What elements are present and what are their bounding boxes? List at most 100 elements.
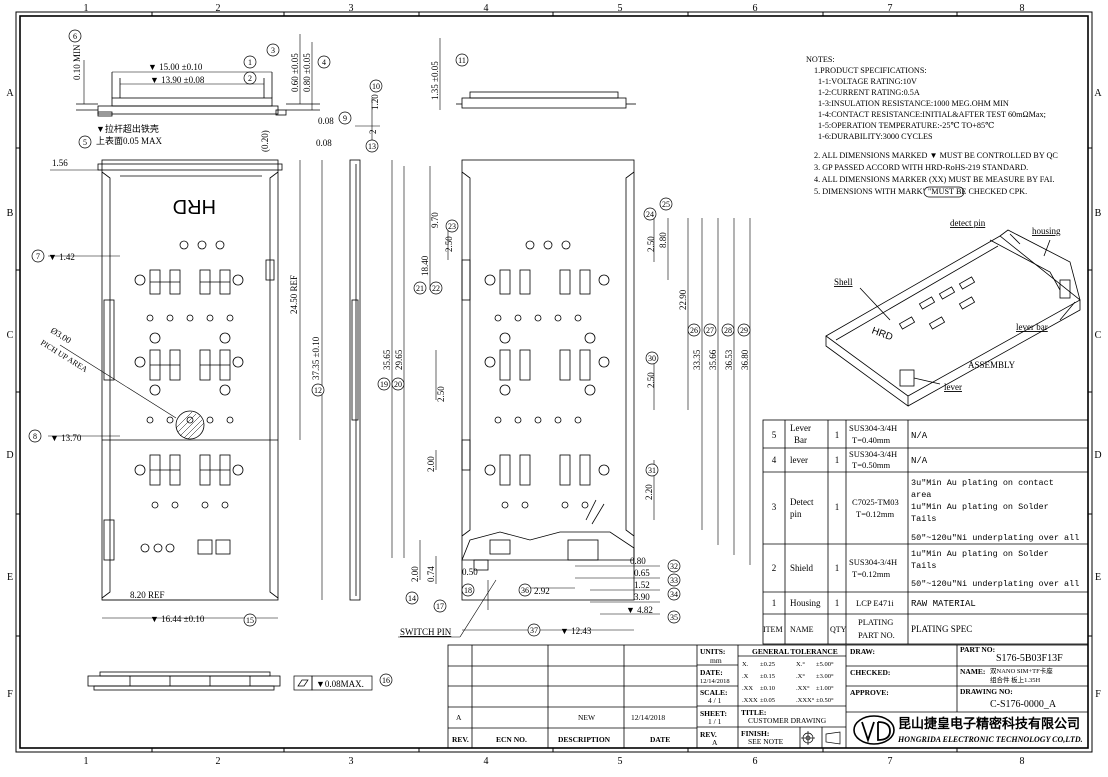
svg-text:PART NO.: PART NO. (858, 630, 895, 640)
dim-0-20: (0.20) (260, 130, 270, 152)
balloon-21 (413, 281, 427, 295)
balloon-2 (243, 71, 257, 85)
bom-row-1: 1 Housing 1 LCP E471i RAW MATERIAL (772, 598, 976, 609)
balloon-14 (405, 591, 419, 605)
label-shell: Shell (834, 277, 853, 287)
projection-symbol-icon (801, 731, 841, 745)
svg-text:SUS304-3/4H: SUS304-3/4H (849, 423, 897, 433)
balloon-label: 22 (432, 284, 440, 293)
svg-text:.XXX: .XXX (742, 697, 758, 704)
dim-2-00a: 2.00 (410, 566, 420, 582)
top-profile-view-2 (456, 91, 636, 109)
dim-22-90: 22.90 (678, 289, 688, 310)
dim-15-00: ▼ 15.00 ±0.10 (148, 62, 203, 72)
balloon-label: 32 (670, 562, 678, 571)
bom-row-5: 5 Lever Bar 1 SUS304-3/4H T=0.40mm N/A (772, 423, 928, 445)
balloon-30 (645, 351, 659, 365)
dim-2-00b: 2.00 (426, 456, 436, 472)
side-view (349, 159, 361, 601)
bottom-dimension-text: 35.65 29.65 18.40 9.70 2.50 2.50 2.00 8.… (382, 212, 750, 637)
balloon-label: 5 (83, 138, 87, 147)
dim-13-70: ▼ 13.70 (50, 433, 82, 443)
svg-text:Lever: Lever (790, 423, 811, 433)
dim-0-10-min: 0.10 MIN (72, 44, 82, 80)
balloon-26 (687, 323, 701, 337)
balloons (28, 29, 751, 687)
row-label: E (1095, 572, 1101, 583)
balloon-15 (243, 613, 257, 627)
balloon-label: 26 (690, 326, 698, 335)
svg-text:LCP E471i: LCP E471i (856, 598, 894, 608)
note-line: 1-6:DURABILITY:3000 CYCLES (818, 132, 933, 141)
contact-windows (149, 269, 231, 486)
balloon-label: 14 (408, 594, 416, 603)
balloon-label: 6 (73, 32, 77, 41)
col-label: 5 (618, 756, 623, 767)
svg-text:1: 1 (835, 455, 840, 465)
balloon-label: 8 (33, 432, 37, 441)
svg-text:50"~120u"Ni underplating over: 50"~120u"Ni underplating over all (911, 579, 1079, 589)
label-lever: lever (944, 382, 962, 392)
title-block-text: A NEW 12/14/2018 REV. ECN NO. DESCRIPTIO… (452, 645, 1083, 747)
hdr-ecn: ECN NO. (496, 735, 527, 744)
svg-text:±0.50°: ±0.50° (816, 697, 834, 704)
svg-text:N/A: N/A (911, 456, 928, 466)
note-line: 1-2:CURRENT RATING:0.5A (818, 88, 920, 97)
balloon-29 (737, 323, 751, 337)
col-label: 2 (216, 3, 221, 14)
scale-value: 4 / 1 (708, 696, 722, 705)
revision-value: A (712, 738, 718, 747)
bom-row-3: 3 Detect pin 1 C7025-TM03 T=0.12mm 3u"Mi… (772, 478, 1080, 543)
dim-2-92: 2.92 (534, 586, 550, 596)
note-line: 1-3:INSULATION RESISTANCE:1000 MEG.OHM M… (818, 99, 1009, 108)
svg-text:T=0.50mm: T=0.50mm (852, 460, 890, 470)
drawing-value: C-S176-0000_A (990, 699, 1057, 710)
iso-windows (898, 276, 976, 330)
dim-16-44: ▼ 16.44 ±0.10 (150, 614, 205, 624)
date-value: 12/14/2018 (700, 678, 730, 685)
units-value: mm (710, 656, 722, 665)
dim-35-65: 35.65 (382, 349, 392, 370)
dim-18-40: 18.40 (420, 255, 430, 276)
dim-12-43: ▼ 12.43 (560, 626, 592, 636)
svg-text:T=0.40mm: T=0.40mm (852, 435, 890, 445)
col-label: 4 (484, 3, 489, 14)
frame-labels: 1 2 3 4 5 6 7 8 1 2 3 4 5 6 7 8 A B C D … (6, 3, 1102, 767)
col-label: 1 (84, 756, 89, 767)
dim-4-82: ▼ 4.82 (626, 605, 653, 615)
lever-note-cn1: ▼拉杆超出铁壳 (96, 123, 159, 134)
drawing-label: DRAWING NO: (960, 687, 1013, 696)
dim-13-90: ▼ 13.90 ±0.08 (150, 75, 205, 85)
row-label: D (1094, 450, 1101, 461)
row-label: C (1095, 330, 1102, 341)
dim-2-50d: 2.50 (646, 372, 656, 388)
svg-text:SUS304-3/4H: SUS304-3/4H (849, 449, 897, 459)
title-label: TITLE: (741, 708, 766, 717)
balloon-20 (391, 377, 405, 391)
svg-text:3: 3 (772, 502, 777, 512)
balloon-label: 17 (436, 602, 444, 611)
balloon-label: 29 (740, 326, 748, 335)
part-label: PART NO: (960, 645, 995, 654)
svg-text:5: 5 (772, 430, 777, 440)
balloon-34 (667, 587, 681, 601)
name-value-a: 双NANO SIM+TF卡座 (990, 666, 1053, 675)
dim-0-65: 0.65 (634, 568, 650, 578)
top-dimension-text: ▼ 15.00 ±0.10 ▼ 13.90 ±0.08 0.10 MIN 0.6… (72, 44, 440, 152)
row-label: E (7, 572, 13, 583)
gt-title: GENERAL TOLERANCE (752, 647, 838, 656)
dim-0-80r: 0.80 (630, 556, 646, 566)
bom-row-2: 2 Shield 1 SUS304-3/4H T=0.12mm 1u"Min A… (772, 549, 1080, 589)
assembly-iso (825, 229, 1081, 407)
balloon-7 (31, 249, 45, 263)
dim-3-90: 3.90 (634, 592, 650, 602)
company-cn: 昆山捷皇电子精密科技有限公司 (898, 716, 1080, 731)
front-dimensions (48, 160, 323, 619)
svg-text:PLATING SPEC: PLATING SPEC (911, 624, 972, 634)
balloon-label: 28 (724, 326, 732, 335)
dim-36-80: 36.80 (740, 349, 750, 370)
revision-label: REV. (700, 730, 717, 739)
dim-29-65: 29.65 (394, 349, 404, 370)
svg-text:±0.10: ±0.10 (760, 685, 775, 692)
balloon-label: 1 (248, 58, 252, 67)
